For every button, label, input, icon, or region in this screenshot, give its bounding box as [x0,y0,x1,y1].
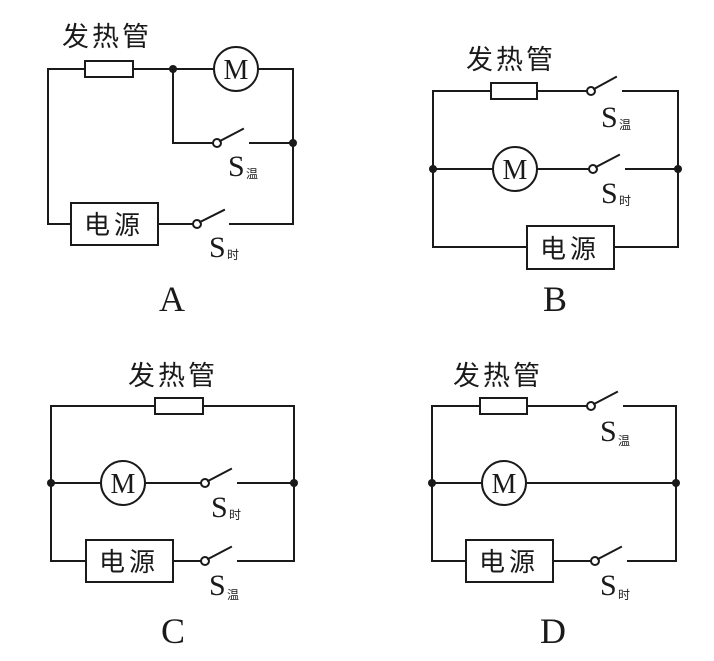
heater-label: 发热管 [453,361,543,392]
junction-dot [169,65,177,73]
motor-label: M [503,155,528,186]
wire [432,90,492,248]
power-source-label: 电源 [99,548,159,578]
switch-timer-label: S [209,231,226,264]
switch-timer-arm [596,545,623,561]
switch-timer-arm [206,467,233,483]
circuit-diagram-a: 发热管 M S 温 电源 S 时 A [47,22,297,319]
motor-label: M [111,469,136,500]
heater-resistor [479,397,528,415]
circuit-diagram-c: 发热管 M S 时 电源 S 温 C [47,361,298,651]
junction-dot [674,165,682,173]
heater-resistor [154,397,204,415]
junction-dot [290,479,298,487]
switch-temp-arm [206,545,233,561]
switch-timer-subscript: 时 [619,194,631,208]
option-label-d: D [540,611,566,651]
wire [47,68,86,225]
switch-timer-subscript: 时 [618,588,630,602]
motor-label: M [492,469,517,500]
wire [229,68,294,225]
switch-temp-label: S [228,150,245,183]
switch-timer-subscript: 时 [227,248,239,262]
switch-temp-subscript: 温 [619,118,631,132]
switch-temp-subscript: 温 [618,434,630,448]
switch-timer-subscript: 时 [229,508,241,522]
power-source-label: 电源 [84,211,144,241]
motor-label: M [224,55,249,86]
junction-dot [428,479,436,487]
wire [622,90,679,248]
heater-resistor [84,60,134,78]
switch-timer-label: S [211,491,228,524]
switch-temp-arm [592,390,619,406]
junction-dot [672,479,680,487]
junction-dot [289,139,297,147]
heater-label: 发热管 [62,22,152,53]
heater-label: 发热管 [466,45,556,76]
junction-dot [429,165,437,173]
switch-timer-arm [198,208,226,224]
switch-temp-subscript: 温 [227,588,239,602]
circuit-diagram-b: 发热管 S 温 M S 时 电源 B [429,45,682,319]
switch-temp-subscript: 温 [246,167,258,181]
switch-temp-label: S [601,101,618,134]
junction-dot [47,479,55,487]
circuit-diagram-d: 发热管 S 温 M 电源 S 时 D [428,361,680,651]
wire [431,405,481,562]
switch-temp-arm [592,75,618,91]
option-label-b: B [543,279,567,319]
power-source-label: 电源 [479,548,539,578]
power-source-box [526,225,615,270]
power-source-label: 电源 [540,235,600,265]
option-label-a: A [159,279,185,319]
switch-temp-label: S [209,569,226,602]
heater-resistor [490,82,538,100]
wire [50,405,156,562]
switch-timer-arm [594,153,621,169]
option-label-c: C [161,611,185,651]
switch-timer-label: S [600,569,617,602]
switch-temp-arm [218,127,245,143]
switch-temp-label: S [600,415,617,448]
switch-timer-label: S [601,177,618,210]
heater-label: 发热管 [128,361,218,392]
power-source-box [85,539,174,583]
wire [172,68,214,144]
